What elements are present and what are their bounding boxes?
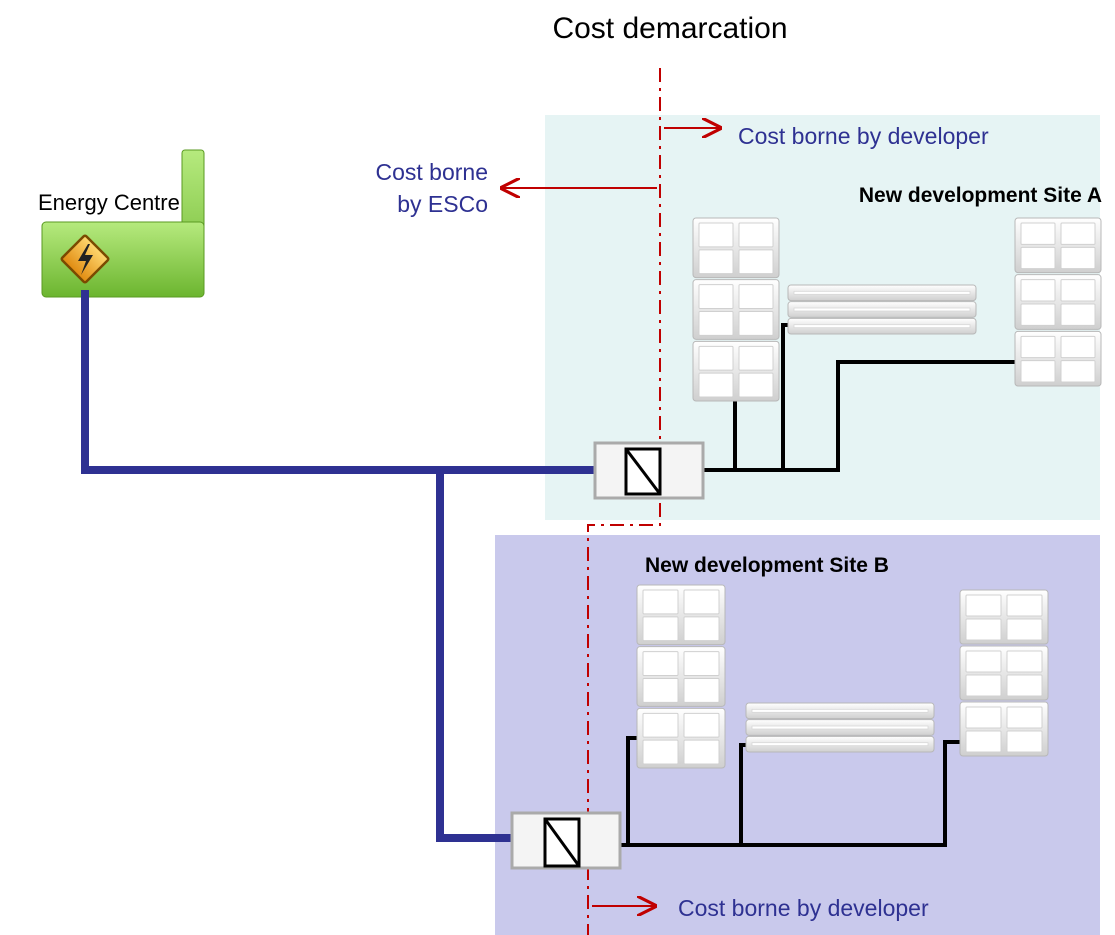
lightning-hazard-icon: [60, 234, 110, 284]
building-icon: [692, 217, 780, 402]
building-icon: [1014, 217, 1102, 387]
energy-centre-icon: [41, 149, 205, 298]
building-icon: [959, 589, 1049, 757]
diagram-title: Cost demarcation: [552, 12, 787, 45]
site-a-title: New development Site A: [859, 184, 1102, 207]
building-icon: [745, 702, 935, 753]
main-heat-network: [81, 290, 595, 842]
site-b-title: New development Site B: [645, 554, 889, 577]
developer-cost-label-top: Cost borne by developer: [738, 123, 989, 149]
esco-cost-label-line1: Cost borne: [375, 159, 488, 185]
cost-demarcation-line: [587, 68, 661, 935]
building-icon: [636, 584, 726, 769]
buildings: [636, 217, 1102, 769]
developer-cost-label-bottom: Cost borne by developer: [678, 895, 929, 921]
esco-cost-label-line2: by ESCo: [397, 191, 488, 217]
heat-exchanger-icon: [593, 441, 705, 500]
energy-centre-label: Energy Centre: [38, 190, 180, 215]
building-icon: [787, 284, 977, 335]
heat-exchanger-icon: [510, 811, 622, 870]
